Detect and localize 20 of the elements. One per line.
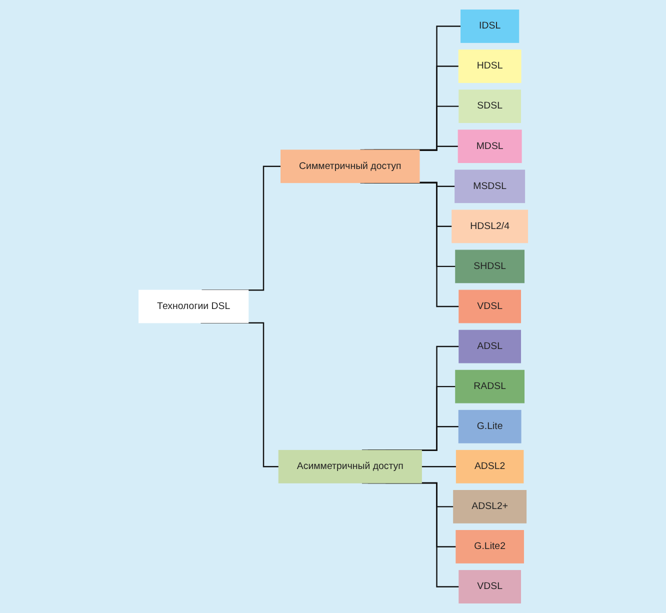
node-box: G.Lite	[458, 410, 521, 444]
connector	[419, 146, 458, 151]
node-box: RADSL	[454, 370, 524, 404]
node-box: IDSL	[460, 10, 519, 43]
node-box: Асимметричный доступ	[278, 450, 422, 484]
connector	[421, 466, 457, 468]
node-box: ADSL	[458, 330, 521, 364]
node-box: Технологии DSL	[138, 290, 248, 324]
node-box: VDSL	[458, 290, 521, 324]
node-box: VDSL	[458, 570, 521, 604]
node-box: SHDSL	[454, 250, 524, 284]
node-box: ADSL2	[456, 450, 524, 484]
node-box: Симметричный доступ	[280, 150, 420, 184]
node-box: G.Lite2	[455, 530, 524, 564]
node-box: SDSL	[458, 90, 521, 123]
node-box: MSDSL	[454, 170, 525, 204]
node-box: HDSL2/4	[451, 210, 528, 244]
node-box: ADSL2+	[452, 490, 526, 524]
node-box: HDSL	[458, 50, 521, 83]
node-box: MDSL	[458, 130, 522, 164]
